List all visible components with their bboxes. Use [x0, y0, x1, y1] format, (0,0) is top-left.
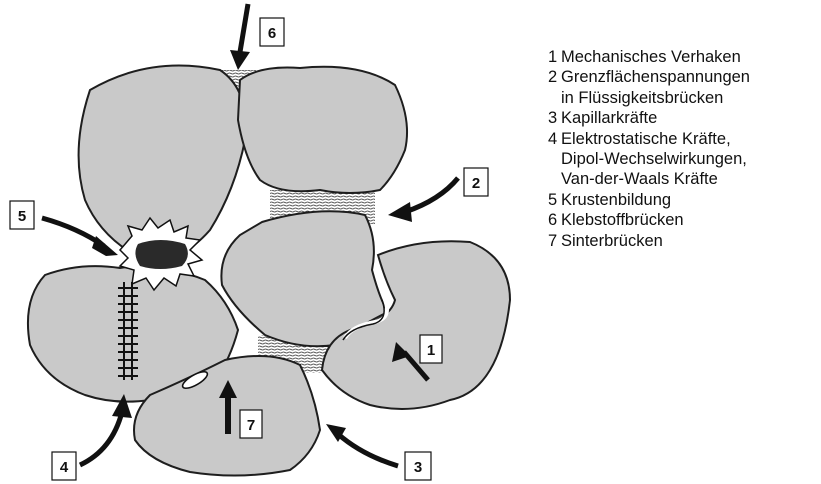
callout-4: 4 — [52, 452, 76, 480]
svg-text:1: 1 — [427, 342, 435, 359]
legend-item: Van-der-Waals Kräfte — [548, 169, 750, 189]
svg-text:3: 3 — [414, 459, 422, 476]
svg-text:2: 2 — [472, 175, 480, 192]
svg-text:5: 5 — [18, 208, 26, 225]
callout-1: 1 — [420, 335, 442, 363]
crust-core — [135, 240, 187, 269]
arrow-3 — [326, 424, 398, 466]
arrow-2 — [388, 178, 458, 222]
particle-top-right — [238, 67, 407, 193]
callout-3: 3 — [405, 452, 431, 480]
callout-6: 6 — [260, 18, 284, 46]
legend-item: Dipol-Wechselwirkungen, — [548, 149, 750, 169]
legend-item: in Flüssigkeitsbrücken — [548, 88, 750, 108]
svg-text:6: 6 — [268, 25, 276, 42]
callout-2: 2 — [464, 168, 488, 196]
svg-text:4: 4 — [60, 459, 69, 476]
callout-7: 7 — [240, 410, 262, 438]
arrow-4 — [80, 394, 132, 465]
svg-text:7: 7 — [247, 417, 255, 434]
callout-5: 5 — [10, 201, 34, 229]
arrow-6 — [230, 4, 250, 70]
